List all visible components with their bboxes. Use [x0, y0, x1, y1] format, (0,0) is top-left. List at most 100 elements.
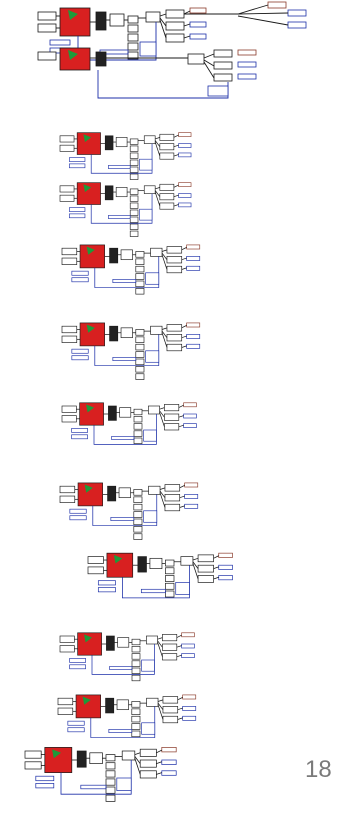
output-block: [167, 325, 182, 332]
stack-block: [132, 716, 140, 722]
mux-block: [108, 406, 116, 420]
output-block: [160, 194, 174, 200]
stack-block: [134, 424, 142, 430]
scope-block: [208, 86, 228, 96]
input-block: [60, 496, 75, 503]
stack-block: [136, 274, 144, 280]
output-block: [162, 654, 176, 660]
signal-wire: [180, 506, 185, 508]
signal-wire: [179, 425, 184, 427]
output-block: [160, 134, 174, 140]
input-label: [70, 658, 86, 662]
signal-wire: [180, 485, 185, 487]
stack-block: [106, 763, 115, 769]
sum-block: [147, 698, 158, 706]
stack-block: [130, 189, 138, 194]
stack-block: [134, 431, 142, 437]
stack-block: [136, 344, 144, 350]
input-block: [38, 24, 56, 32]
output-label: [190, 22, 206, 27]
stack-block: [132, 675, 140, 681]
output-block: [162, 634, 176, 640]
output-block: [167, 344, 182, 351]
stack-block: [134, 504, 142, 510]
signal-wire: [178, 697, 183, 699]
model-diagram: [62, 323, 200, 380]
stack-block: [132, 668, 140, 674]
input-label: [50, 40, 70, 45]
output-label: [179, 183, 191, 187]
signal-wire: [174, 195, 179, 197]
signal-wire: [182, 346, 187, 348]
sum-block: [151, 326, 162, 334]
input-block: [60, 636, 74, 642]
output-label: [238, 74, 256, 79]
stack-block: [130, 196, 138, 201]
output-block: [162, 644, 176, 650]
sum-block: [144, 186, 155, 194]
input-label: [72, 349, 88, 353]
output-block: [140, 760, 156, 767]
mux-block: [106, 698, 114, 713]
output-block: [165, 485, 180, 492]
input-block: [25, 751, 41, 758]
stack-block: [128, 43, 138, 50]
scope-block: [144, 511, 157, 522]
stack-block: [132, 654, 140, 660]
stack-block: [130, 146, 138, 151]
signal-wire: [158, 638, 163, 640]
model-diagram: [60, 183, 191, 237]
signal-wire: [204, 62, 214, 78]
input-label: [36, 783, 54, 788]
output-block: [140, 749, 156, 756]
output-label: [185, 494, 198, 498]
signal-wire: [180, 496, 185, 498]
signal-wire: [174, 185, 179, 187]
stack-block: [134, 416, 142, 422]
stack-block: [134, 512, 142, 518]
stack-block: [134, 409, 142, 415]
stack-block: [165, 576, 174, 582]
signal-wire: [184, 24, 190, 26]
output-label: [179, 203, 191, 207]
output-label: [238, 62, 256, 67]
output-label: [187, 344, 200, 348]
subsystem-block-red: [107, 553, 133, 577]
gain-block: [119, 488, 130, 498]
sum-block: [151, 248, 162, 256]
subsystem-block-red: [80, 323, 105, 346]
stack-block: [134, 519, 142, 525]
stack-block: [130, 231, 138, 236]
output-label: [162, 747, 176, 752]
stack-block: [165, 591, 174, 597]
signal-wire: [182, 247, 187, 249]
signal-wire: [238, 13, 288, 14]
output-label: [185, 483, 198, 487]
output-block: [198, 565, 213, 572]
output-label: [183, 716, 196, 720]
stack-block: [132, 724, 140, 730]
input-block: [62, 336, 77, 343]
input-label: [72, 271, 88, 275]
signal-wire: [214, 556, 219, 559]
gain-block: [116, 187, 127, 196]
output-block: [163, 697, 178, 704]
signal-wire: [178, 718, 183, 720]
input-label: [36, 776, 54, 781]
stack-block: [136, 366, 144, 372]
output-label: [184, 403, 197, 407]
output-block: [214, 74, 232, 81]
output-label: [219, 565, 233, 569]
input-label: [72, 278, 88, 282]
signal-wire: [158, 700, 163, 702]
output-label: [187, 245, 200, 249]
gain-block: [110, 14, 124, 26]
block-caption: [113, 357, 136, 360]
signal-wire: [156, 750, 161, 753]
input-label: [72, 428, 88, 432]
stack-block: [130, 217, 138, 222]
block-caption: [109, 729, 132, 732]
scope-block: [140, 159, 152, 170]
input-block: [62, 406, 76, 412]
output-label: [162, 771, 176, 776]
